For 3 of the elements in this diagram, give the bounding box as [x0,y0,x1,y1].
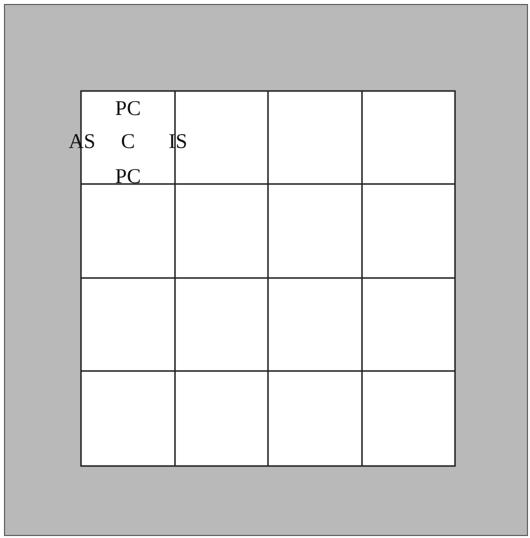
grid-label: C [121,130,135,152]
grid-label: PC [115,97,141,119]
grid-label: PC [115,165,141,187]
